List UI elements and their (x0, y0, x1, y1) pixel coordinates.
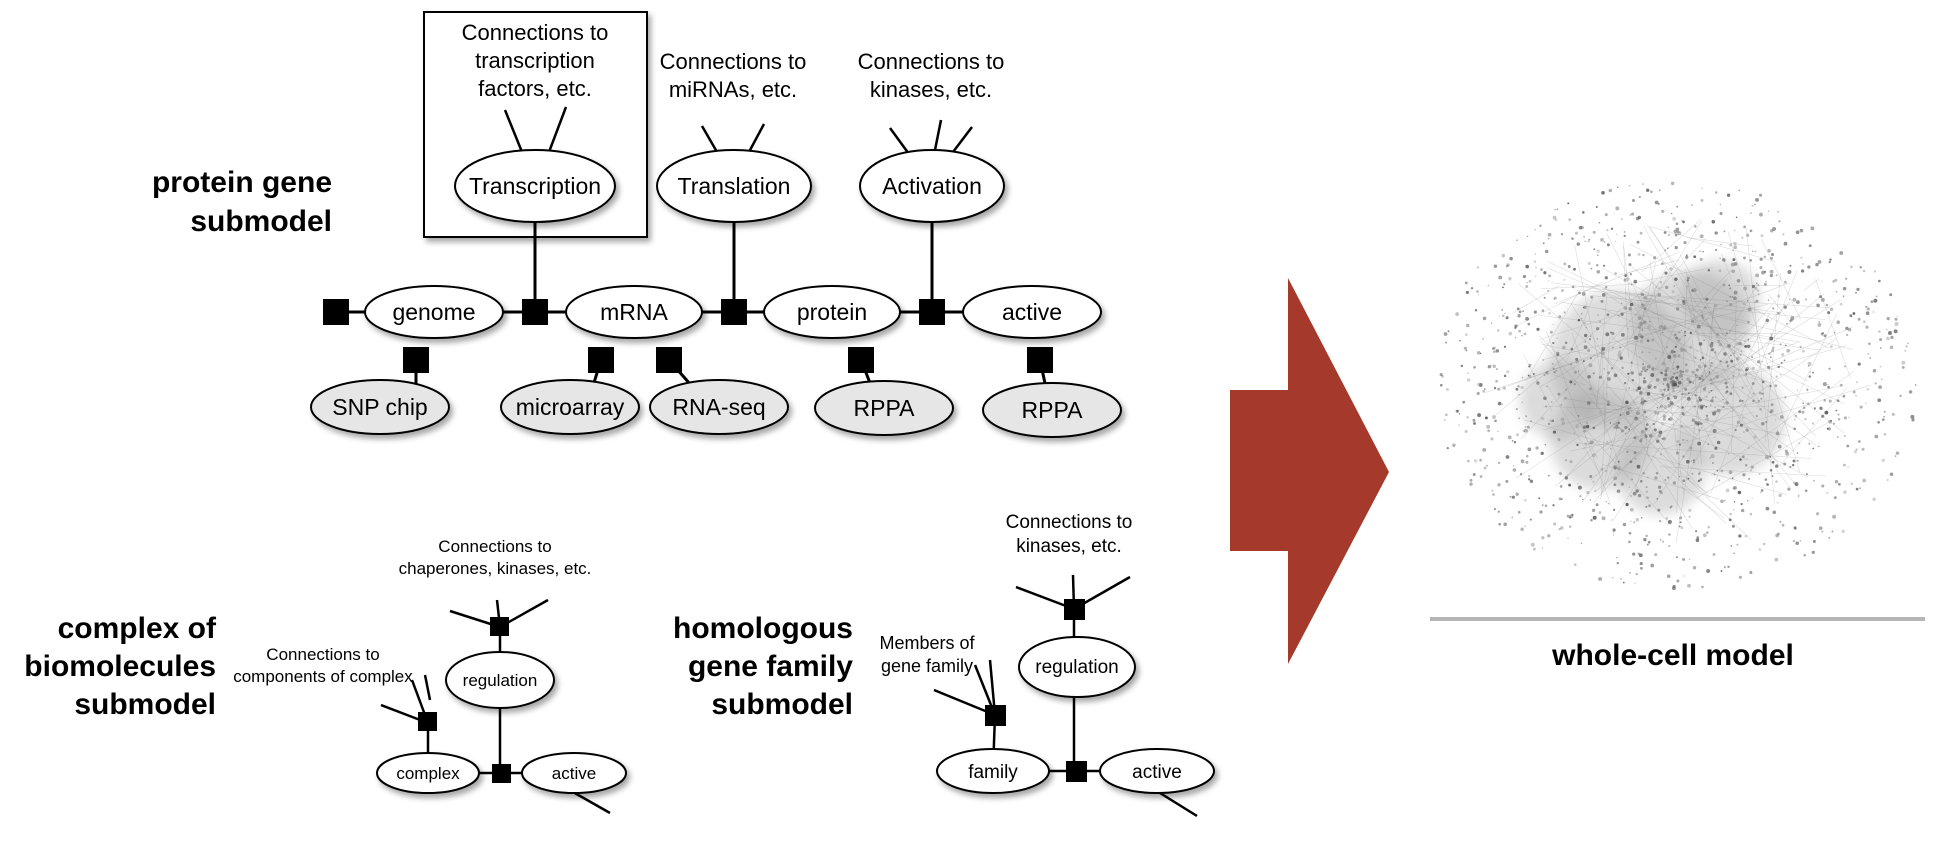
mrna-node (565, 285, 703, 339)
rppa-label-2: RPPA (1022, 397, 1084, 423)
complex-title-line2: biomolecules (24, 650, 216, 683)
network-graph-image (1439, 181, 1917, 591)
complex-title-line3: submodel (74, 688, 216, 721)
family-regulation-node (1018, 636, 1136, 698)
snp-chip-node (310, 379, 450, 435)
factor-square (323, 299, 349, 325)
factor-square (403, 347, 429, 373)
rppa-node-2 (982, 382, 1122, 438)
connection-stubs (503, 106, 973, 155)
family-regulation-label: regulation (1035, 657, 1118, 678)
mirna-connections-label-line2: miRNAs, etc. (669, 77, 797, 102)
chaperone-connections-label-line2: chaperones, kinases, etc. (399, 559, 592, 578)
family-label: family (968, 762, 1018, 783)
protein-node (763, 285, 901, 339)
family-kinase-connections-label-line2: kinases, etc. (1016, 536, 1122, 557)
microarray-label: microarray (516, 394, 625, 420)
tf-connections-label-line2: transcription (475, 48, 595, 73)
factor-square (1027, 347, 1053, 373)
members-label-line1: Members of (879, 633, 975, 653)
factor-square (721, 299, 747, 325)
factor-square (492, 764, 511, 783)
genome-label: genome (392, 299, 475, 325)
factor-square (522, 299, 548, 325)
complex-regulation-label: regulation (463, 671, 538, 690)
factor-square (1064, 599, 1085, 620)
chaperone-connections-label-line1: Connections to (438, 537, 551, 556)
rppa-node-1 (814, 380, 954, 436)
mirna-connections-label-line1: Connections to (660, 49, 807, 74)
family-active-node (1099, 748, 1215, 794)
rppa-label-1: RPPA (854, 395, 916, 421)
protein-gene-title-line2: submodel (190, 205, 332, 238)
complex-submodel: complex of biomolecules submodel Connect… (24, 537, 627, 815)
whole-cell-caption: whole-cell model (1551, 639, 1794, 672)
protein-gene-title-line1: protein gene (152, 166, 332, 199)
complex-active-node (521, 752, 627, 794)
family-node (936, 748, 1050, 794)
tf-connections-label-line3: factors, etc. (478, 76, 592, 101)
family-active-label: active (1132, 762, 1182, 783)
complex-title-line1: complex of (58, 612, 217, 645)
microarray-node (500, 379, 640, 435)
kinase-connections-label-line2: kinases, etc. (870, 77, 992, 102)
active-node (962, 285, 1102, 339)
protein-label: protein (797, 299, 867, 325)
activation-node (859, 149, 1005, 223)
gene-family-title-line1: homologous (673, 612, 853, 645)
family-kinase-connections-label-line1: Connections to (1006, 512, 1133, 533)
factor-square (656, 347, 682, 373)
whole-cell-model: whole-cell model (1430, 158, 1925, 672)
mrna-label: mRNA (600, 299, 668, 325)
factor-square (418, 712, 437, 731)
complex-label: complex (396, 764, 460, 783)
translation-label: Translation (678, 173, 791, 199)
factor-square (1066, 761, 1087, 782)
factor-square (919, 299, 945, 325)
component-connections-label-line2: components of complex (233, 667, 413, 686)
factor-square (848, 347, 874, 373)
gene-family-title-line3: submodel (711, 688, 853, 721)
factor-square (985, 705, 1006, 726)
gene-family-title-line2: gene family (688, 650, 853, 683)
rna-seq-label: RNA-seq (672, 394, 765, 420)
complex-active-label: active (552, 764, 596, 783)
component-connections-label-line1: Connections to (266, 645, 379, 664)
factor-square (588, 347, 614, 373)
transcription-node (454, 149, 616, 223)
transcription-label: Transcription (469, 173, 601, 199)
tf-connections-label-line1: Connections to (462, 20, 609, 45)
rna-seq-node (649, 379, 789, 435)
activation-label: Activation (882, 173, 982, 199)
translation-node (656, 149, 812, 223)
protein-gene-submodel: protein gene submodel Connections to tra… (152, 11, 1122, 438)
genome-node (364, 285, 504, 339)
active-label: active (1002, 299, 1062, 325)
right-arrow (1230, 278, 1389, 664)
members-label-line2: gene family (881, 656, 973, 676)
snp-chip-label: SNP chip (332, 394, 427, 420)
complex-node (376, 752, 480, 794)
gene-family-submodel: homologous gene family submodel Connecti… (673, 512, 1215, 818)
factor-square (490, 617, 509, 636)
complex-regulation-node (445, 651, 555, 709)
kinase-connections-label-line1: Connections to (858, 49, 1005, 74)
